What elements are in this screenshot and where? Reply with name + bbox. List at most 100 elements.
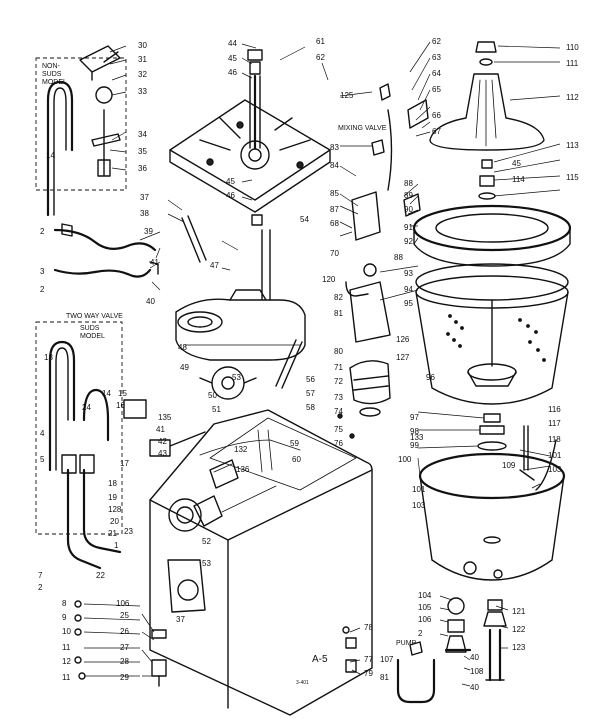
callout-65: 65: [432, 85, 441, 94]
callout-49: 49: [180, 363, 189, 372]
callout-97: 97: [410, 413, 419, 422]
callout-47: 47: [210, 261, 219, 270]
siphon-bracket: [79, 45, 121, 81]
callout-132: 132: [234, 445, 248, 454]
figure-id: A-5: [312, 654, 328, 665]
callout-106b: 106: [418, 615, 432, 624]
callout-10: 10: [62, 627, 71, 636]
callout-22: 22: [96, 571, 105, 580]
callout-105: 105: [418, 603, 432, 612]
suds-model-box: SUDS MODEL TWO WAY VALVE: [35, 313, 123, 535]
callout-80: 80: [334, 347, 343, 356]
callout-62: 62: [316, 53, 325, 62]
callout-40c: 40: [470, 683, 479, 692]
motor-assembly: [167, 495, 223, 613]
callout-92: 92: [404, 237, 413, 246]
callout-31: 31: [138, 55, 147, 64]
tub-brackets: [351, 83, 429, 241]
mixing-valve-caption: MIXING VALVE: [338, 125, 387, 132]
callout-1: 1: [114, 541, 119, 550]
non-suds-caption-1: NON-: [42, 63, 61, 70]
callout-2b: 2: [40, 285, 45, 294]
lower-shaft: [251, 214, 271, 301]
callout-103b: 103: [412, 501, 426, 510]
callout-111: 111: [566, 59, 579, 68]
callout-121: 121: [512, 607, 526, 616]
agitator-cap: [475, 41, 497, 66]
callout-126: 126: [396, 335, 410, 344]
callout-34: 34: [138, 130, 147, 139]
inlet-hoses: [53, 223, 159, 278]
agitator-drive-block: [349, 360, 391, 417]
callout-71: 71: [334, 363, 343, 372]
callout-120: 120: [322, 275, 336, 284]
drain-hose-non-suds: [46, 80, 74, 217]
callout-75: 75: [334, 425, 343, 434]
tub-ring: [412, 204, 572, 267]
callout-2c: 2: [38, 583, 43, 592]
callout-113: 113: [566, 141, 579, 150]
non-suds-caption-2: SUDS: [42, 71, 62, 78]
wiring-harness: [199, 429, 301, 473]
callout-40b: 40: [470, 653, 479, 662]
callout-89: 89: [404, 191, 413, 200]
center-support: [345, 263, 391, 343]
callout-84: 84: [330, 161, 339, 170]
callout-7: 7: [38, 571, 43, 580]
spin-tub-gasket: [415, 263, 569, 301]
callout-98: 98: [410, 427, 419, 436]
callout-78: 78: [364, 623, 373, 632]
callout-103a: 103: [548, 465, 562, 474]
callout-88b: 88: [394, 253, 403, 262]
callout-57: 57: [306, 389, 315, 398]
callout-95: 95: [404, 299, 413, 308]
callout-24: 24: [82, 403, 91, 412]
callout-110: 110: [566, 43, 579, 52]
spin-tub: [415, 275, 569, 405]
callout-46b: 46: [226, 191, 235, 200]
callout-83: 83: [330, 143, 339, 152]
callout-9: 9: [62, 613, 67, 622]
drain-outlet-hose: [483, 599, 507, 682]
callout-79: 79: [364, 669, 373, 678]
callout-107: 107: [380, 655, 394, 664]
callout-46a: 46: [228, 68, 237, 77]
callout-101b: 101: [412, 485, 426, 494]
transmission-gearcase: [175, 289, 306, 361]
callout-88: 88: [404, 179, 413, 188]
callout-76: 76: [334, 439, 343, 448]
callout-36: 36: [138, 164, 147, 173]
callout-53b: 53: [202, 559, 211, 568]
leader-lines: [83, 41, 561, 687]
callout-29: 29: [120, 673, 129, 682]
agitator: [429, 73, 545, 151]
callout-13: 13: [44, 353, 53, 362]
callout-45b: 45: [226, 177, 235, 186]
callout-41: 41: [150, 258, 159, 267]
main-shaft: [247, 49, 263, 150]
callout-4: 4: [40, 429, 45, 438]
callout-11b: 11: [62, 673, 71, 682]
callout-136: 136: [236, 465, 250, 474]
callout-25: 25: [120, 611, 129, 620]
callout-74: 74: [334, 407, 343, 416]
siphon-valve: [91, 109, 121, 177]
callout-64: 64: [432, 69, 441, 78]
callout-56: 56: [306, 375, 315, 384]
callout-67: 67: [432, 127, 441, 136]
callout-108: 108: [470, 667, 484, 676]
mixing-valve-assembly: [123, 399, 206, 457]
callout-58: 58: [306, 403, 315, 412]
callout-23: 23: [124, 527, 133, 536]
callout-12: 12: [62, 657, 71, 666]
callout-94: 94: [404, 285, 413, 294]
callout-133: 133: [410, 433, 424, 442]
callout-118: 118: [548, 435, 561, 444]
callout-2d: 2: [418, 629, 423, 638]
callout-2a: 2: [40, 227, 45, 236]
cabinet: [149, 409, 373, 716]
callout-numbers: 30 31 32 33 34 35 36 14 2 3 2 37 38 39 4…: [38, 37, 579, 692]
float-ball: [95, 86, 113, 104]
callout-40a: 40: [146, 297, 155, 306]
